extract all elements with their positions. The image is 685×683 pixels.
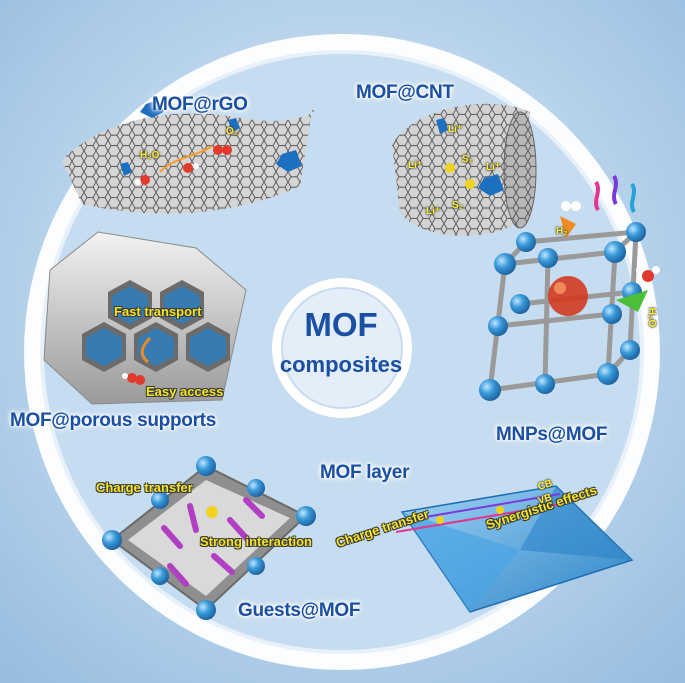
label-mnps-mof: MNPs@MOF	[496, 424, 608, 445]
annotation-easy-access: Easy access	[146, 384, 224, 399]
species-li-1: Li⁺	[448, 124, 463, 135]
arrow-up-icon	[560, 216, 576, 238]
annotation-strong-interaction: Strong interaction	[200, 534, 312, 549]
center-disc	[281, 287, 403, 409]
annotation-fast-transport: Fast transport	[114, 304, 202, 319]
species-li-4: Li⁺	[426, 206, 441, 217]
arrow-right-icon	[616, 290, 648, 312]
label-mof-layer: MOF layer	[320, 462, 410, 483]
label-guests-mof: Guests@MOF	[238, 600, 361, 621]
label-mof-rgo: MOF@rGO	[152, 94, 248, 115]
species-h2-mnps: H₂	[556, 226, 568, 237]
mnps-nodes	[479, 174, 660, 401]
light-wave-icon	[594, 180, 600, 212]
rgo-sheet	[62, 100, 315, 214]
species-li-3: Li⁺	[486, 162, 501, 173]
cnt-tube	[392, 103, 537, 236]
species-h2o-rgo: H₂O	[140, 150, 160, 161]
species-li-2: Li⁺	[408, 160, 423, 171]
center-subtitle: composites	[279, 352, 403, 377]
label-mof-porous-supports: MOF@porous supports	[10, 410, 216, 431]
metal-nanoparticle	[548, 276, 588, 316]
species-s2: S₂	[452, 200, 464, 211]
species-s1: S₁	[462, 154, 473, 165]
annotation-charge-transfer-guests: Charge transfer	[96, 480, 193, 495]
species-h2o-mnps: H₂O	[646, 307, 658, 328]
porous-support-tubes	[43, 231, 247, 405]
guests-framework	[102, 456, 316, 620]
mof-layer-pyramid	[395, 485, 634, 613]
center-title: MOF	[304, 306, 378, 343]
species-o2-rgo: O₂	[226, 126, 239, 137]
label-mof-cnt: MOF@CNT	[356, 82, 454, 103]
